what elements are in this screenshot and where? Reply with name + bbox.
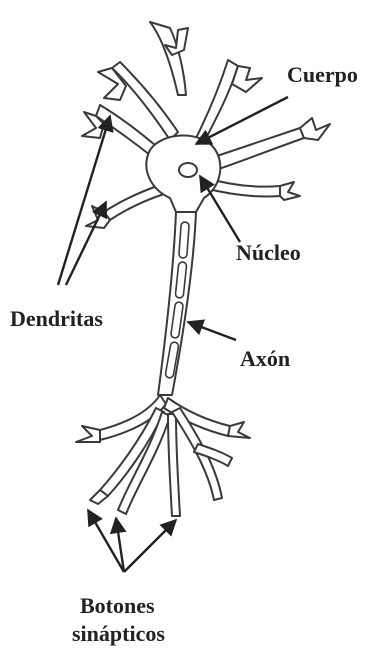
label-dendritas: Dendritas [10,308,103,330]
arrow-dendritas-1 [58,116,110,285]
arrow-botones-3 [124,520,176,572]
label-botones-line2: sinápticos [72,623,165,645]
arrow-axon [188,322,236,340]
label-axon: Axón [240,348,290,370]
label-nucleo: Núcleo [236,242,301,264]
label-cuerpo: Cuerpo [287,64,358,86]
label-botones-line1: Botones [80,595,155,617]
axon [158,212,196,395]
nucleus [179,163,197,177]
axon-terminals [76,395,250,516]
